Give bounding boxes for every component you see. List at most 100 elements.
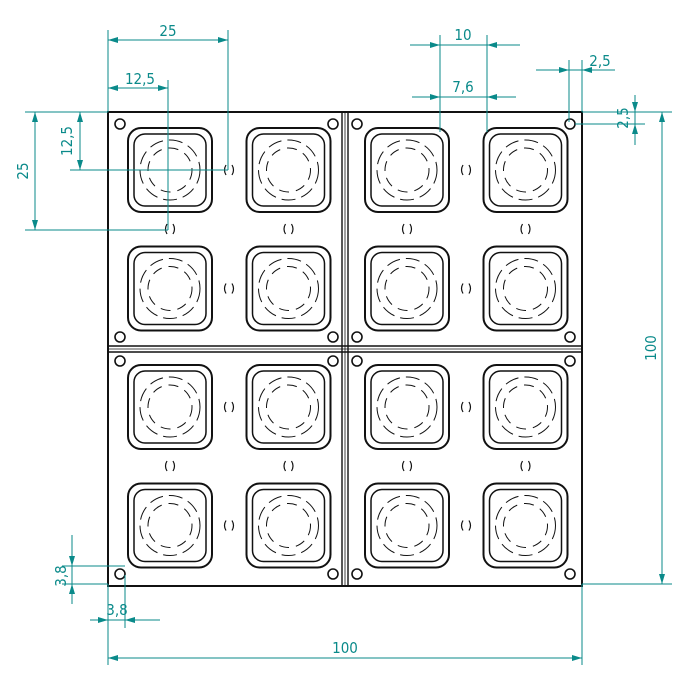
lens-cell-inner: [251, 488, 326, 563]
mounting-hole: [351, 331, 363, 343]
mounting-hole: [327, 118, 339, 130]
lens-ring-outer: [376, 258, 438, 319]
dim-hole-spacing-inner: 7,6: [452, 78, 473, 96]
dim-overall-height: 100: [642, 335, 660, 361]
lens-ring-inner: [147, 266, 193, 311]
mounting-hole: [327, 568, 339, 580]
slot-mark: [527, 460, 531, 472]
slot-mark: [468, 401, 472, 413]
lens-ring-outer: [376, 495, 438, 556]
dim-cell-pitch-y: 25: [14, 162, 32, 179]
lens-ring-inner: [384, 384, 430, 430]
mounting-hole: [114, 355, 126, 367]
lens-cell-inner: [251, 133, 326, 207]
slot-mark: [520, 460, 524, 472]
slot-mark: [460, 401, 464, 413]
slot-mark: [520, 223, 524, 235]
slot-mark: [401, 223, 405, 235]
dim-corner-hole-x-top: 2,5: [589, 52, 610, 70]
slot-mark: [290, 223, 294, 235]
lens-ring-outer: [376, 376, 438, 438]
slot-mark: [468, 520, 472, 531]
mounting-hole: [114, 331, 126, 343]
lens-cell-outer: [245, 245, 332, 332]
slot-mark: [164, 460, 168, 472]
slot-mark: [223, 283, 227, 294]
lens-ring-outer: [258, 376, 319, 438]
lens-ring-outer: [139, 376, 201, 438]
lens-ring-outer: [139, 258, 201, 319]
lens-ring-inner: [384, 266, 430, 311]
slot-mark: [231, 164, 235, 176]
lens-cell-inner: [370, 488, 444, 563]
slot-mark: [468, 283, 472, 294]
lens-cell-outer: [364, 245, 450, 332]
lens-cell-outer: [364, 364, 450, 450]
slot-mark: [468, 164, 472, 176]
lens-ring-outer: [376, 139, 438, 201]
lens-ring-inner: [503, 147, 548, 193]
slot-mark: [401, 460, 405, 472]
lens-ring-outer: [495, 495, 556, 556]
dim-hole-spacing: 10: [454, 26, 471, 44]
lens-ring-outer: [495, 376, 556, 438]
lens-ring-inner: [266, 503, 311, 548]
lens-cell-inner: [251, 370, 326, 444]
slot-mark: [164, 223, 168, 235]
lens-cell-outer: [127, 364, 213, 450]
mounting-hole: [327, 331, 339, 343]
slot-mark: [283, 223, 287, 235]
mounting-hole: [114, 568, 126, 580]
lens-cell-outer: [364, 127, 450, 213]
slot-mark: [231, 520, 235, 531]
lens-ring-inner: [266, 384, 311, 430]
lens-cell-inner: [133, 251, 207, 326]
lens-ring-outer: [139, 495, 201, 556]
mounting-hole: [564, 568, 576, 580]
lens-cell-outer: [482, 245, 569, 332]
lens-ring-inner: [503, 503, 548, 548]
slot-mark: [527, 223, 531, 235]
lens-cell-outer: [245, 364, 332, 450]
lens-ring-inner: [266, 266, 311, 311]
lens-cell-outer: [482, 482, 569, 569]
lens-ring-inner: [147, 503, 193, 548]
slot-mark: [460, 520, 464, 531]
lens-cell-inner: [488, 133, 563, 207]
lens-cell-inner: [133, 488, 207, 563]
lens-cell-inner: [133, 370, 207, 444]
lens-ring-inner: [147, 384, 193, 430]
slot-mark: [172, 460, 176, 472]
lens-array-panel: [107, 111, 583, 587]
lens-ring-inner: [503, 266, 548, 311]
lens-cell-inner: [370, 370, 444, 444]
dim-corner-hole-y-top: 2,5: [614, 107, 632, 128]
lens-cell-outer: [482, 364, 569, 450]
slot-mark: [409, 223, 413, 235]
slot-mark: [409, 460, 413, 472]
lens-cell-outer: [364, 482, 450, 569]
dimension-arrows: [32, 37, 665, 661]
slot-mark: [231, 283, 235, 294]
lens-ring-inner: [266, 147, 311, 193]
mounting-hole: [564, 331, 576, 343]
lens-ring-inner: [503, 384, 548, 430]
lens-cell-inner: [488, 370, 563, 444]
lens-cell-inner: [251, 251, 326, 326]
lens-ring-outer: [495, 139, 556, 201]
mounting-hole: [327, 355, 339, 367]
slot-mark: [283, 460, 287, 472]
slot-mark: [460, 164, 464, 176]
dim-cell-offset-x: 12,5: [125, 70, 155, 88]
mounting-hole: [564, 118, 576, 130]
slot-mark: [223, 520, 227, 531]
lens-ring-outer: [258, 258, 319, 319]
lens-cell-outer: [245, 127, 332, 213]
lens-cell-outer: [482, 127, 569, 213]
mounting-hole: [114, 118, 126, 130]
lens-cell-outer: [127, 482, 213, 569]
lens-ring-outer: [495, 258, 556, 319]
slot-mark: [172, 223, 176, 235]
dim-overall-width: 100: [332, 639, 358, 657]
